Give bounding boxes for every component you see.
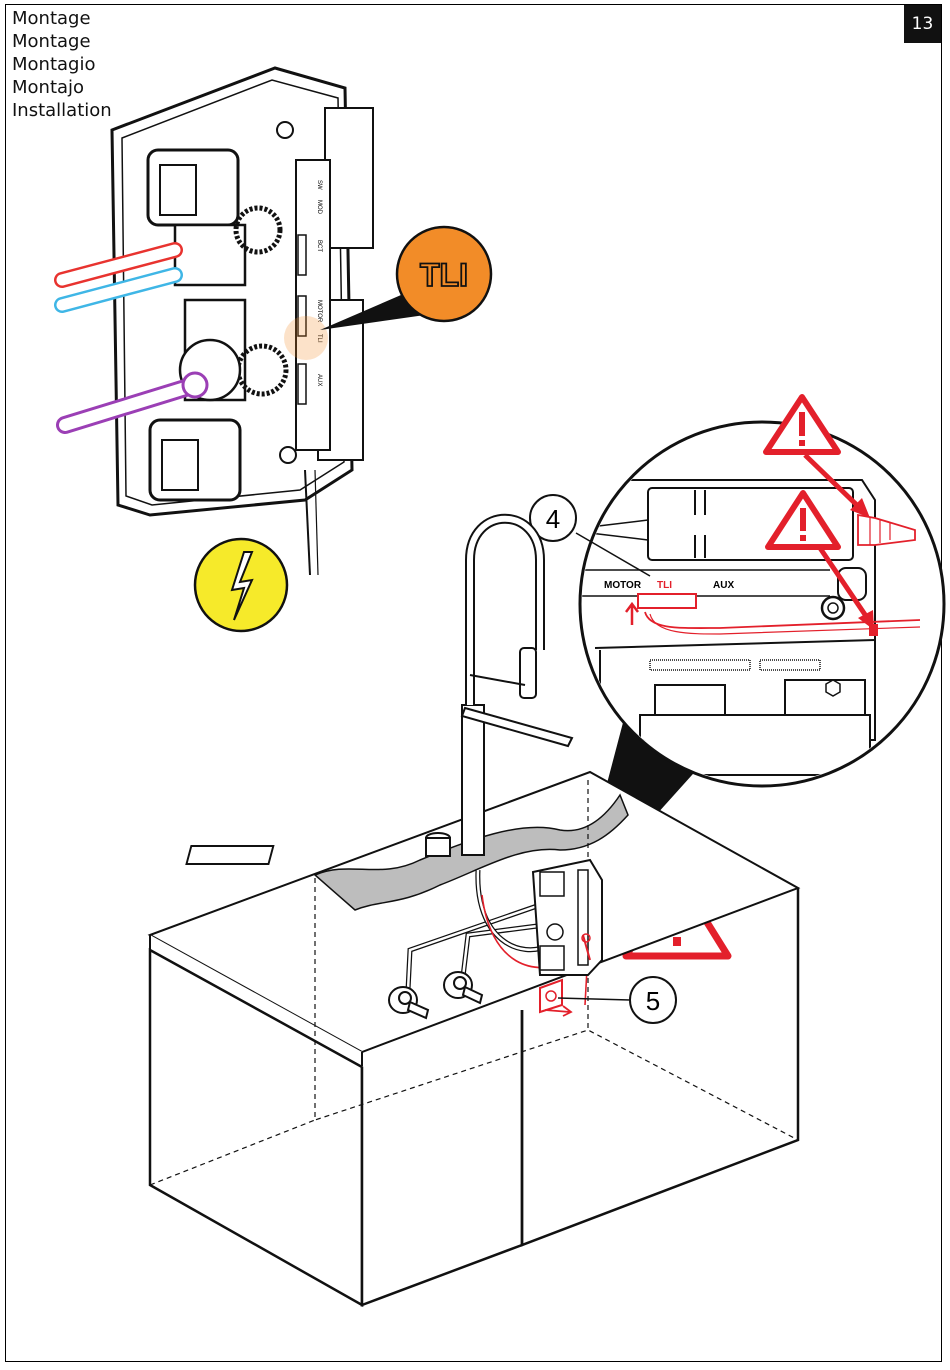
title-es: Montajo bbox=[12, 77, 85, 98]
page-border bbox=[5, 4, 942, 1362]
title-it: Montagio bbox=[12, 54, 96, 75]
mixed-water-pipe bbox=[56, 371, 209, 434]
title-fr: Montage bbox=[12, 31, 91, 52]
tli-callout-badge: TLI bbox=[395, 225, 493, 323]
unit-label-bct: BCT bbox=[316, 240, 322, 252]
unit-label-motor: MOTOR bbox=[316, 300, 322, 323]
title-en: Installation bbox=[12, 100, 112, 121]
mounted-control-unit bbox=[531, 858, 603, 976]
step-4-callout: 4 bbox=[529, 494, 651, 577]
electric-hazard-icon bbox=[193, 537, 289, 633]
warning-icon-detail-top bbox=[763, 394, 841, 455]
angle-valve-left bbox=[388, 986, 430, 1020]
step-5-number: 5 bbox=[646, 986, 660, 1016]
unit-label-sw: SW bbox=[316, 180, 322, 190]
section-titles: Montage Montage Montagio Montajo Install… bbox=[12, 7, 112, 122]
page-number: 13 bbox=[904, 5, 941, 43]
control-unit-illustration: SW MOD BCT MOTOR TLI AUX bbox=[54, 66, 425, 576]
step-4-number: 4 bbox=[546, 504, 560, 534]
detail-label-motor: MOTOR bbox=[604, 580, 642, 591]
unit-label-mod: MOD bbox=[316, 200, 322, 215]
detail-label-aux: AUX bbox=[713, 580, 734, 591]
angle-valve-right bbox=[443, 971, 484, 1005]
unit-label-tli: TLI bbox=[316, 334, 322, 343]
tli-badge-text: TLI bbox=[420, 257, 468, 293]
step-5-callout: 5 bbox=[557, 976, 677, 1024]
detail-zoom-circle: MOTOR TLI AUX bbox=[575, 420, 946, 905]
title-de: Montage bbox=[12, 8, 91, 29]
wall-socket bbox=[539, 978, 573, 1017]
detail-label-tli: TLI bbox=[657, 580, 672, 591]
unit-label-aux: AUX bbox=[316, 374, 322, 386]
kitchen-cabinet-illustration bbox=[147, 513, 801, 1308]
warning-icon-detail-mid bbox=[765, 490, 841, 550]
hot-water-pipe bbox=[54, 242, 183, 288]
cold-water-pipe bbox=[54, 267, 183, 313]
